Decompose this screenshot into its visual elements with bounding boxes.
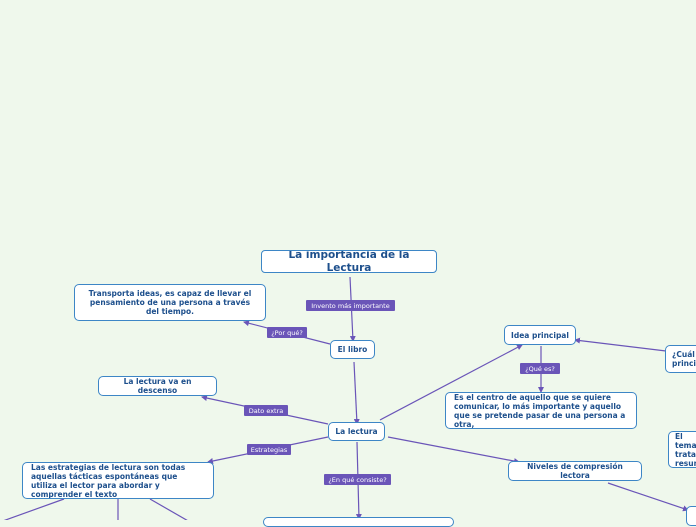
label-por-que: ¿Por qué? bbox=[267, 327, 307, 338]
label-estrategias: Estrategias bbox=[247, 444, 291, 455]
title-node[interactable]: La importancia de la Lectura bbox=[261, 250, 437, 273]
node-libro[interactable]: El libro bbox=[330, 340, 375, 359]
node-estrategias[interactable]: Las estrategias de lectura son todas aqu… bbox=[22, 462, 214, 499]
node-niveles[interactable]: Niveles de compresión lectora bbox=[508, 461, 642, 481]
label-invento: Invento más importante bbox=[306, 300, 395, 311]
node-tema-partial[interactable]: El tema trata resum bbox=[668, 431, 696, 468]
label-en-que-consiste: ¿En qué consiste? bbox=[324, 474, 391, 485]
label-que-es: ¿Qué es? bbox=[520, 363, 560, 374]
edge-estrategias-3 bbox=[149, 498, 188, 520]
node-descenso[interactable]: La lectura va en descenso bbox=[98, 376, 217, 396]
node-centro[interactable]: Es el centro de aquello que se quiere co… bbox=[445, 392, 637, 429]
node-cual-partial[interactable]: ¿Cuál principal bbox=[665, 345, 696, 373]
edge-estrategias-1 bbox=[3, 498, 65, 520]
edge-libro-lectura bbox=[353, 361, 360, 425]
node-idea-principal[interactable]: Idea principal bbox=[504, 325, 576, 345]
node-transporta[interactable]: Transporta ideas, es capaz de llevar el … bbox=[74, 284, 266, 321]
node-bottom-center[interactable] bbox=[263, 517, 454, 527]
edge-niveles-right bbox=[607, 482, 689, 512]
node-lectura[interactable]: La lectura bbox=[328, 422, 385, 441]
edge-lectura-idea bbox=[379, 344, 523, 421]
node-bottom-right[interactable] bbox=[686, 506, 696, 526]
edge-lectura-niveles bbox=[387, 436, 520, 465]
edge-cual-idea bbox=[574, 337, 667, 352]
label-dato-extra: Dato extra bbox=[244, 405, 288, 416]
